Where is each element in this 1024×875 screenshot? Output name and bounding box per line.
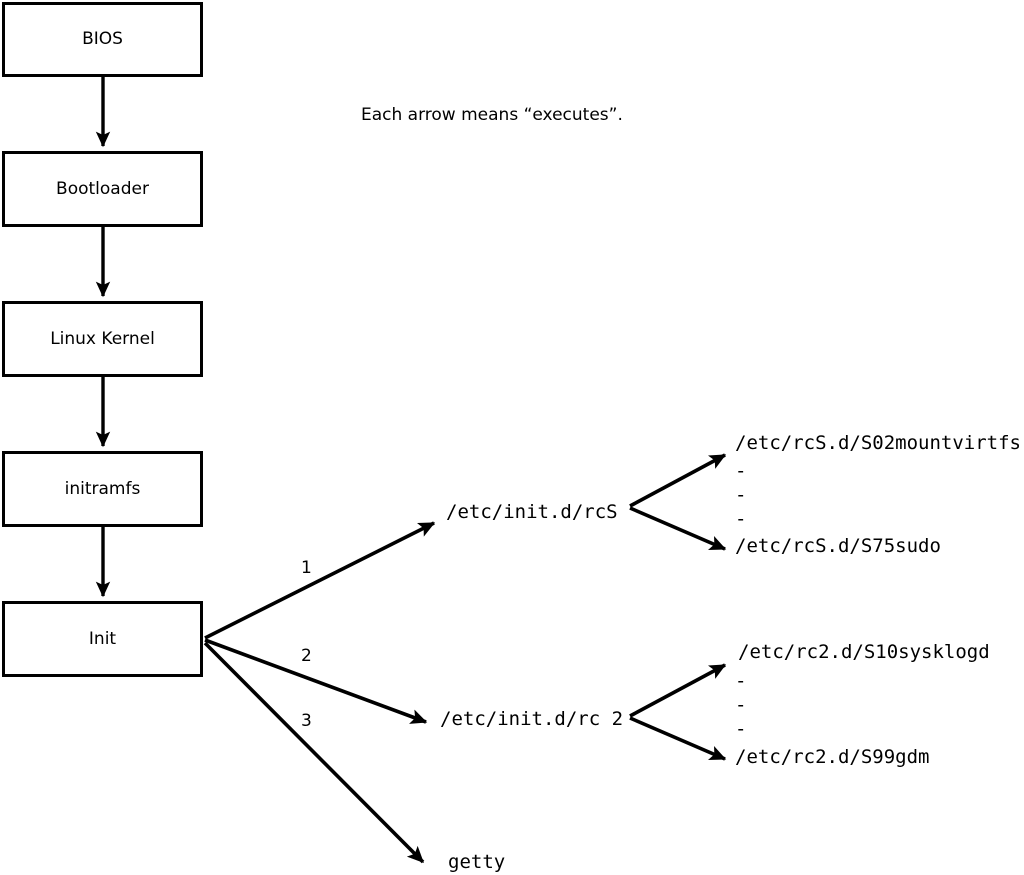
stage-label-linux-kernel: Linux Kernel	[50, 328, 155, 349]
stage-box-linux-kernel[interactable]: Linux Kernel	[2, 301, 203, 377]
diagram-caption: Each arrow means “executes”.	[361, 105, 623, 125]
arrow-rcs-to-last-script	[629, 506, 727, 551]
stage-box-bios[interactable]: BIOS	[2, 2, 203, 77]
rc2d-ellipsis-dash-2: -	[735, 694, 747, 716]
stage-label-bootloader: Bootloader	[56, 178, 149, 199]
arrow-init-to-rcs	[204, 521, 436, 640]
node-rc2d-last[interactable]: /etc/rc2.d/S99gdm	[735, 746, 930, 768]
node-rcsd-first[interactable]: /etc/rcS.d/S02mountvirtfs	[735, 432, 1021, 454]
branch-number-2: 2	[301, 646, 312, 666]
stage-label-bios: BIOS	[82, 29, 123, 49]
node-rc2-script[interactable]: /etc/init.d/rc 2	[440, 708, 624, 730]
stage-label-init: Init	[88, 628, 117, 649]
arrow-rc2-to-last-script	[629, 716, 727, 761]
stage-box-bootloader[interactable]: Bootloader	[2, 151, 203, 227]
arrow-rc2-to-first-script	[629, 663, 727, 718]
node-rcs-script[interactable]: /etc/init.d/rcS	[446, 501, 618, 523]
arrow-rcs-to-first-script	[629, 453, 727, 508]
stage-box-init[interactable]: Init	[2, 601, 203, 677]
rc2d-ellipsis-dash-1: -	[735, 670, 747, 692]
stage-box-initramfs[interactable]: initramfs	[2, 451, 203, 527]
rcsd-ellipsis-dash-1: -	[735, 460, 747, 482]
arrow-init-to-getty	[203, 641, 425, 864]
branch-number-3: 3	[301, 711, 312, 731]
stage-label-initramfs: initramfs	[64, 478, 141, 499]
rcsd-ellipsis-dash-3: -	[735, 508, 747, 530]
rc2d-ellipsis-dash-3: -	[735, 718, 747, 740]
rcsd-ellipsis-dash-2: -	[735, 484, 747, 506]
node-rc2d-first[interactable]: /etc/rc2.d/S10sysklogd	[738, 641, 990, 663]
node-getty[interactable]: getty	[448, 851, 506, 873]
branch-number-1: 1	[301, 558, 312, 578]
arrow-init-to-rc2	[204, 638, 428, 724]
node-rcsd-last[interactable]: /etc/rcS.d/S75sudo	[735, 535, 941, 557]
